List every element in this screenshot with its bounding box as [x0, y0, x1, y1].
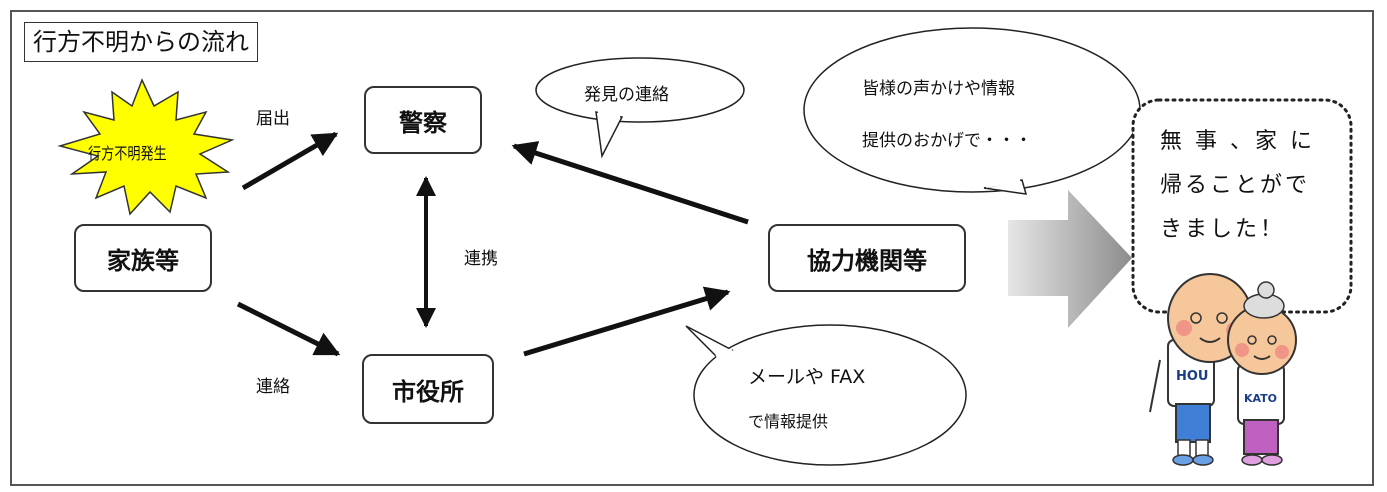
burst-label: 行方不明発生 — [88, 144, 167, 163]
bubble-discovery — [535, 57, 745, 159]
svg-text:HOU: HOU — [1176, 369, 1209, 384]
node-family: 家族等 — [74, 224, 212, 292]
bubble-thanks-line2: 提供のおかげで・・・ — [862, 131, 1032, 151]
big-arrow — [1008, 190, 1132, 328]
svg-text:KATO: KATO — [1244, 392, 1277, 405]
node-police: 警察 — [364, 86, 482, 154]
bubble-thanks — [803, 27, 1141, 195]
burst-shape — [57, 78, 235, 216]
arrow-family-to-police — [241, 131, 339, 191]
elderly-woman: KATO — [1227, 281, 1297, 466]
label-report: 届出 — [256, 109, 290, 129]
bubble-mail-line1: メールや FAX — [748, 366, 866, 388]
label-contact: 連絡 — [256, 377, 290, 397]
bubble-discovery-text: 発見の連絡 — [584, 85, 669, 105]
arrow-family-to-cityhall — [236, 301, 341, 357]
callout-text: 無 事 、家 に 帰ることがで きました！ — [1160, 129, 1315, 242]
bubble-mail-line2: で情報提供 — [748, 412, 829, 431]
arrow-cooperating-to-police — [511, 141, 749, 225]
page-title: 行方不明からの流れ — [24, 22, 258, 62]
label-cooperation: 連携 — [464, 249, 498, 269]
node-cooperating-org: 協力機関等 — [768, 224, 966, 292]
node-city-hall: 市役所 — [362, 354, 494, 424]
bubble-mail-fax — [685, 324, 967, 466]
bubble-thanks-line1: 皆様の声かけや情報 — [862, 79, 1015, 99]
elderly-couple-illustration: HOU KATO — [1149, 273, 1297, 466]
arrow-cityhall-to-cooperating — [523, 286, 731, 357]
